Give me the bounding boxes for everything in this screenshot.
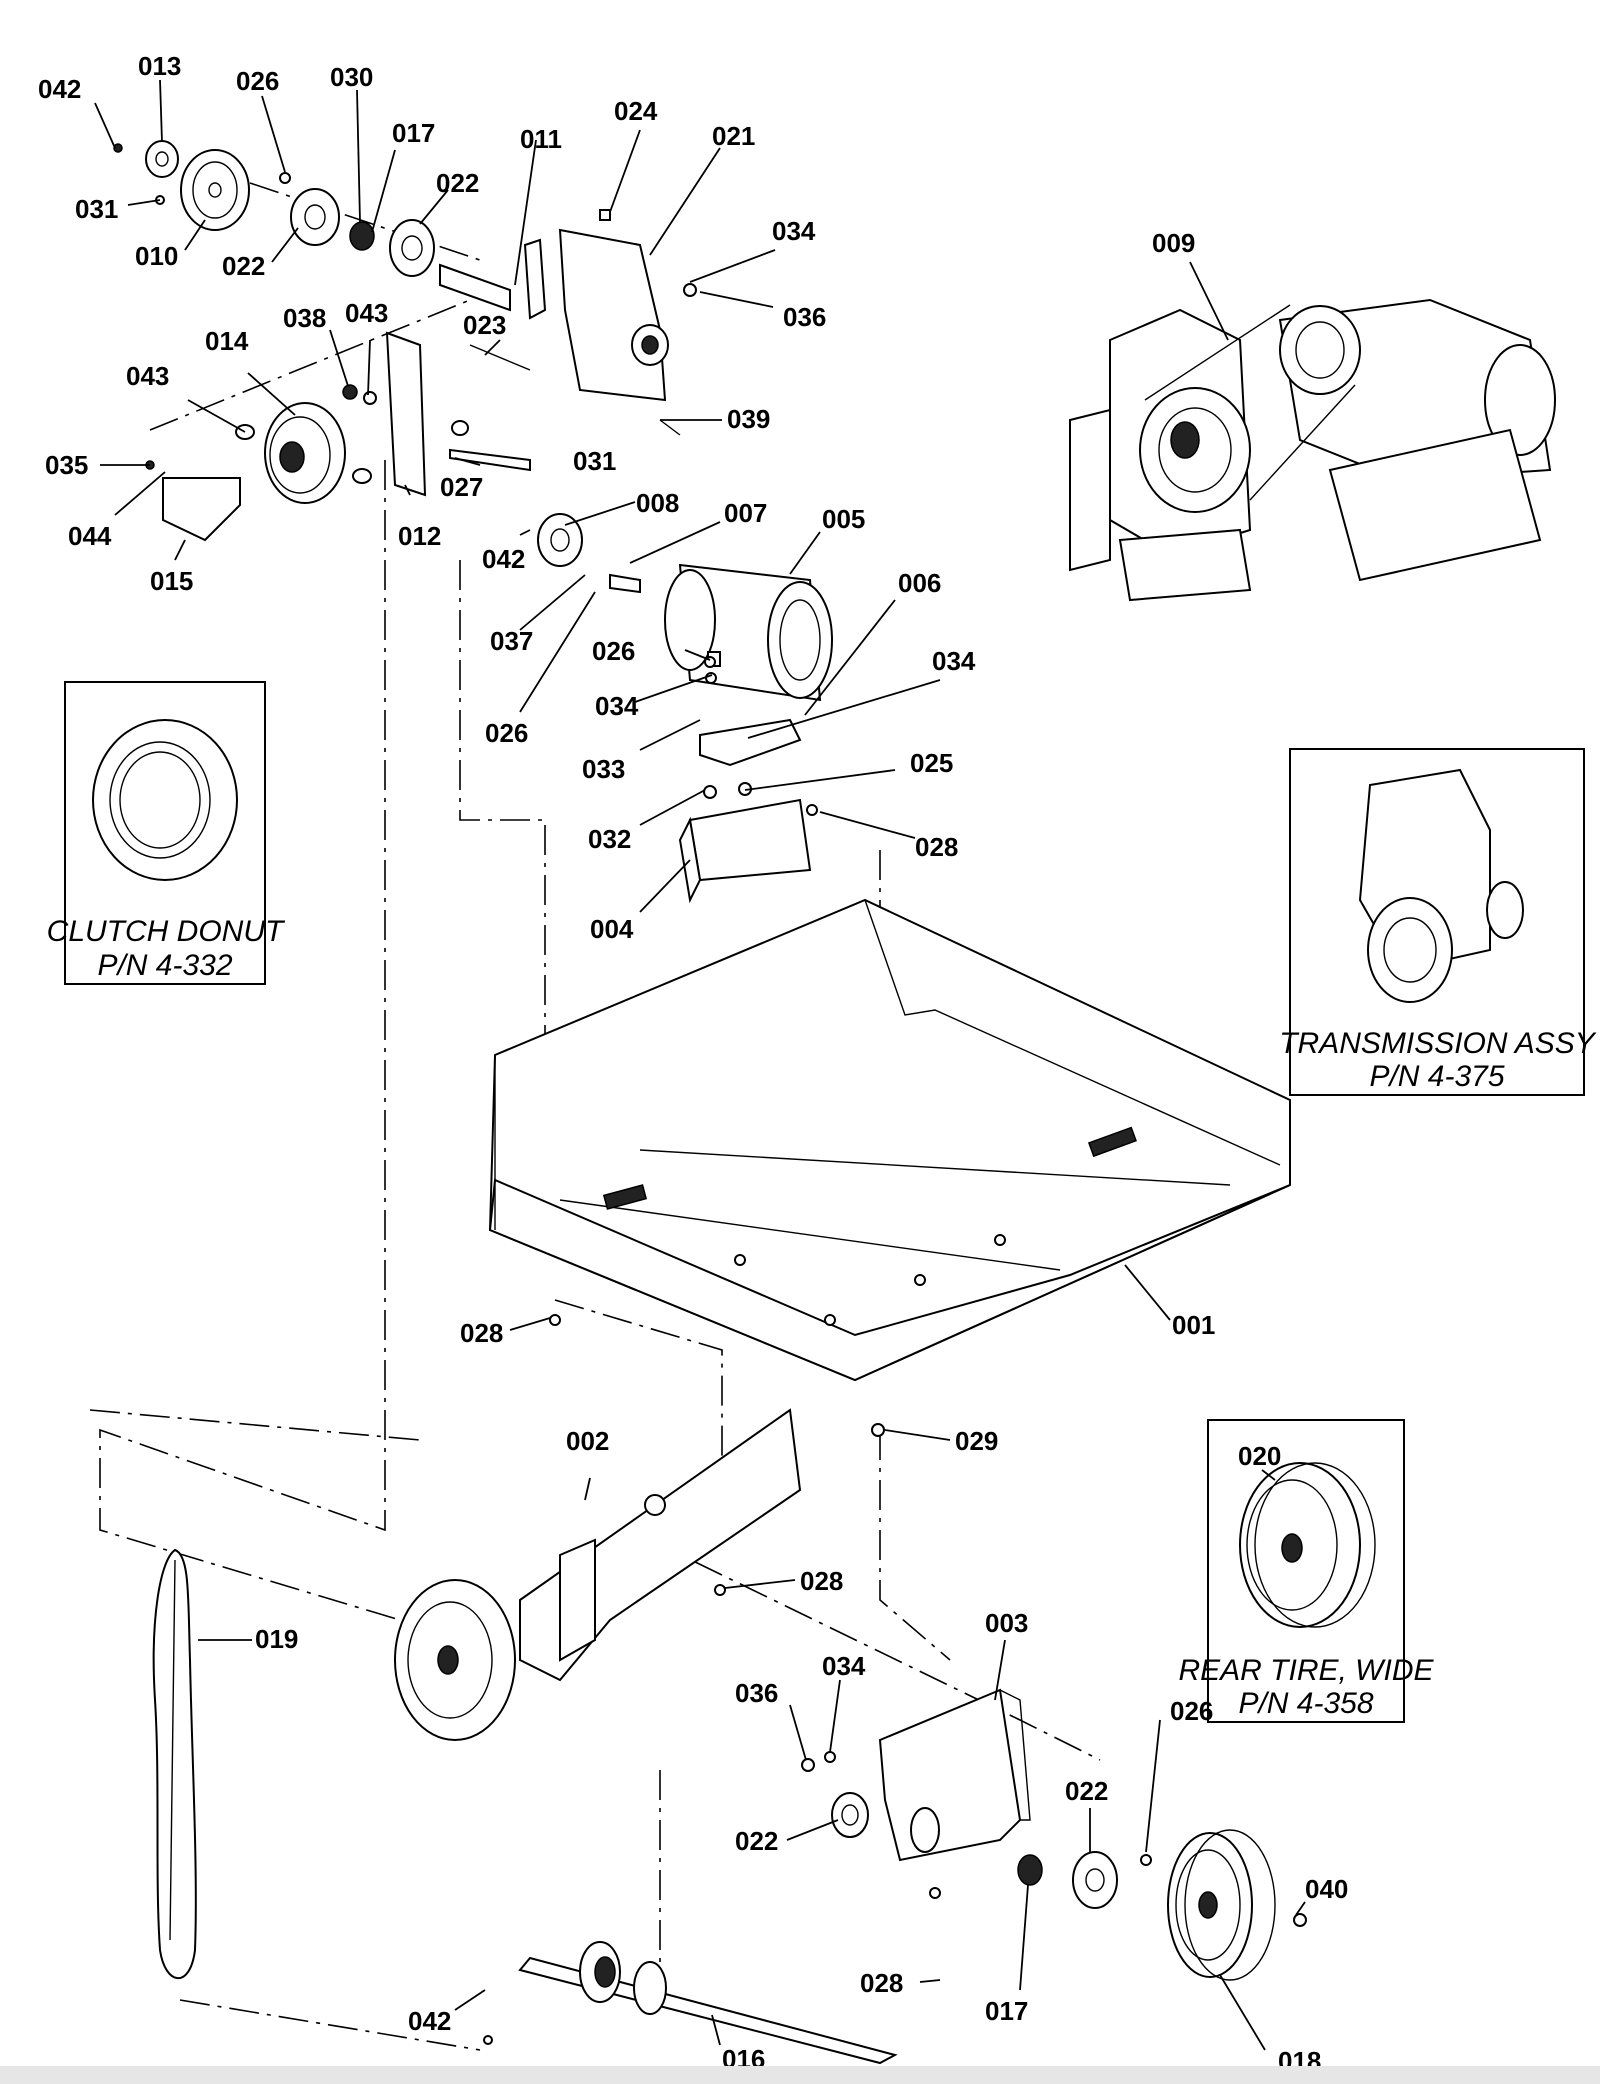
page-footer-band bbox=[0, 2066, 1600, 2084]
callout-035: 035 bbox=[45, 450, 88, 480]
callout-023: 023 bbox=[463, 310, 506, 340]
transmission-inset: TRANSMISSION ASSY P/N 4-375 bbox=[1279, 748, 1597, 1096]
tire-caption-line2: P/N 4-358 bbox=[1238, 1687, 1373, 1720]
callout-034: 034 bbox=[772, 216, 816, 246]
callout-026: 026 bbox=[236, 66, 279, 96]
callout-020: 020 bbox=[1238, 1441, 1281, 1471]
clutch-caption-line1: CLUTCH DONUT bbox=[47, 915, 286, 948]
callout-024: 024 bbox=[614, 96, 658, 126]
callout-037: 037 bbox=[490, 626, 533, 656]
callout-032: 032 bbox=[588, 824, 631, 854]
callout-labels: 042 013 026 030 017 011 024 021 022 031 … bbox=[38, 51, 1348, 2076]
callout-028: 028 bbox=[460, 1318, 503, 1348]
callout-022: 022 bbox=[222, 251, 265, 281]
callout-042: 042 bbox=[408, 2006, 451, 2036]
transmission-caption-line1: TRANSMISSION ASSY bbox=[1279, 1027, 1597, 1060]
callout-043: 043 bbox=[126, 361, 169, 391]
callout-012: 012 bbox=[398, 521, 441, 551]
callout-038: 038 bbox=[283, 303, 326, 333]
rear-tire-inset: REAR TIRE, WIDE P/N 4-358 bbox=[1178, 1419, 1434, 1723]
callout-011: 011 bbox=[520, 124, 562, 154]
callout-036: 036 bbox=[783, 302, 826, 332]
callout-006: 006 bbox=[898, 568, 941, 598]
callout-034: 034 bbox=[595, 691, 639, 721]
callout-031: 031 bbox=[75, 194, 118, 224]
tire-caption-line1: REAR TIRE, WIDE bbox=[1178, 1654, 1434, 1687]
callout-017: 017 bbox=[392, 118, 435, 148]
callout-022: 022 bbox=[436, 168, 479, 198]
clutch-donut-inset: CLUTCH DONUT P/N 4-332 bbox=[47, 681, 286, 985]
callout-029: 029 bbox=[955, 1426, 998, 1456]
left-side-plate bbox=[394, 1408, 802, 1741]
callout-009: 009 bbox=[1152, 228, 1195, 258]
callout-022: 022 bbox=[735, 1826, 778, 1856]
callout-031: 031 bbox=[573, 446, 616, 476]
callout-008: 008 bbox=[636, 488, 679, 518]
callout-026: 026 bbox=[485, 718, 528, 748]
callout-040: 040 bbox=[1305, 1874, 1348, 1904]
callout-015: 015 bbox=[150, 566, 193, 596]
callout-036: 036 bbox=[735, 1678, 778, 1708]
callout-026: 026 bbox=[592, 636, 635, 666]
small-fasteners bbox=[113, 143, 1152, 2045]
callout-021: 021 bbox=[712, 121, 755, 151]
callout-028: 028 bbox=[800, 1566, 843, 1596]
callout-034: 034 bbox=[822, 1651, 866, 1681]
callout-014: 014 bbox=[205, 326, 249, 356]
drive-chain bbox=[152, 1548, 197, 1980]
motor-group bbox=[537, 513, 833, 904]
callout-004: 004 bbox=[590, 914, 634, 944]
clutch-caption-line2: P/N 4-332 bbox=[97, 949, 232, 982]
callout-022: 022 bbox=[1065, 1776, 1108, 1806]
callout-028: 028 bbox=[860, 1968, 903, 1998]
callout-002: 002 bbox=[566, 1426, 609, 1456]
transmission-assembly bbox=[1069, 298, 1556, 602]
callout-042: 042 bbox=[482, 544, 525, 574]
callout-003: 003 bbox=[985, 1608, 1028, 1638]
leader-lines bbox=[94, 79, 1306, 2051]
callout-007: 007 bbox=[724, 498, 767, 528]
callout-005: 005 bbox=[822, 504, 865, 534]
callout-019: 019 bbox=[255, 1624, 298, 1654]
callout-027: 027 bbox=[440, 472, 483, 502]
callout-025: 025 bbox=[910, 748, 953, 778]
callout-042: 042 bbox=[38, 74, 81, 104]
callout-039: 039 bbox=[727, 404, 770, 434]
callout-010: 010 bbox=[135, 241, 178, 271]
callout-030: 030 bbox=[330, 62, 373, 92]
callout-001: 001 bbox=[1172, 1310, 1215, 1340]
right-side-plate bbox=[831, 1688, 1307, 1981]
callout-044: 044 bbox=[68, 521, 112, 551]
callout-026: 026 bbox=[1170, 1696, 1213, 1726]
callout-043: 043 bbox=[345, 298, 388, 328]
main-deck bbox=[488, 898, 1291, 1382]
rear-axle bbox=[518, 1941, 898, 2065]
callout-034: 034 bbox=[932, 646, 976, 676]
clutch-pulley-group bbox=[162, 331, 681, 542]
transmission-caption-line2: P/N 4-375 bbox=[1369, 1060, 1504, 1093]
callout-017: 017 bbox=[985, 1996, 1028, 2026]
callout-013: 013 bbox=[138, 51, 181, 81]
callout-028: 028 bbox=[915, 832, 958, 862]
callout-033: 033 bbox=[582, 754, 625, 784]
